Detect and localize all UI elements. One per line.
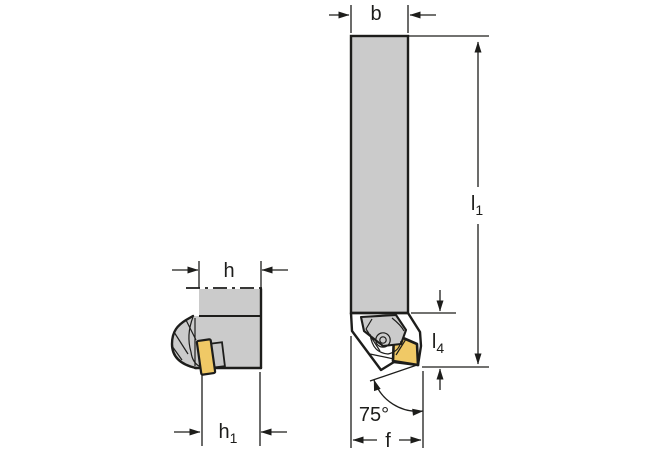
dimension-angle: 75° <box>359 364 424 426</box>
clamp-detail-line <box>369 353 395 360</box>
dim-label-base: h <box>219 421 230 443</box>
dim-label-f: f <box>385 430 391 452</box>
clamp-detail-line <box>365 318 373 330</box>
dim-label-base: l <box>432 331 436 353</box>
angle-reference-line <box>369 364 418 382</box>
clamp-detail-line <box>395 338 407 356</box>
shank <box>349 34 410 315</box>
insert-side <box>195 338 217 376</box>
dimension-b: b <box>329 3 436 33</box>
clamp-screw-inner <box>379 336 387 344</box>
dimension-l1: l1 <box>408 35 489 368</box>
dim-label-sub: 4 <box>436 340 444 356</box>
dim-label-angle: 75° <box>359 404 389 426</box>
dim-label-l4: l4 <box>432 331 444 356</box>
angle-arc <box>373 379 424 416</box>
dimension-h1: h1 <box>174 372 287 446</box>
side-body <box>172 289 261 368</box>
clamp-facet-line <box>188 316 202 368</box>
dimension-l4: l4 <box>411 290 456 390</box>
clamp-facet-line <box>185 319 197 341</box>
clamp-detail-line <box>391 317 405 332</box>
dim-label-base: l <box>471 193 475 215</box>
dim-label-h1: h1 <box>219 421 238 446</box>
clamp-screw-outer <box>375 332 391 348</box>
clamp-detail-line <box>369 333 402 355</box>
dimension-h: h <box>172 260 288 288</box>
dim-label-l1: l1 <box>471 193 483 218</box>
clamp-detail-line <box>365 328 381 352</box>
side-clamp-outline <box>170 314 198 370</box>
dim-label-h: h <box>223 260 234 282</box>
clamp-facet-line <box>171 345 183 361</box>
dim-label-sub: 1 <box>230 430 238 446</box>
clamp-facet-line <box>173 331 189 355</box>
front-view: b l1 l4 f 75° <box>329 3 489 452</box>
side-view: h h1 <box>170 260 288 446</box>
clamp-front <box>359 313 408 348</box>
dim-label-b: b <box>370 3 381 25</box>
dim-label-sub: 1 <box>475 202 483 218</box>
